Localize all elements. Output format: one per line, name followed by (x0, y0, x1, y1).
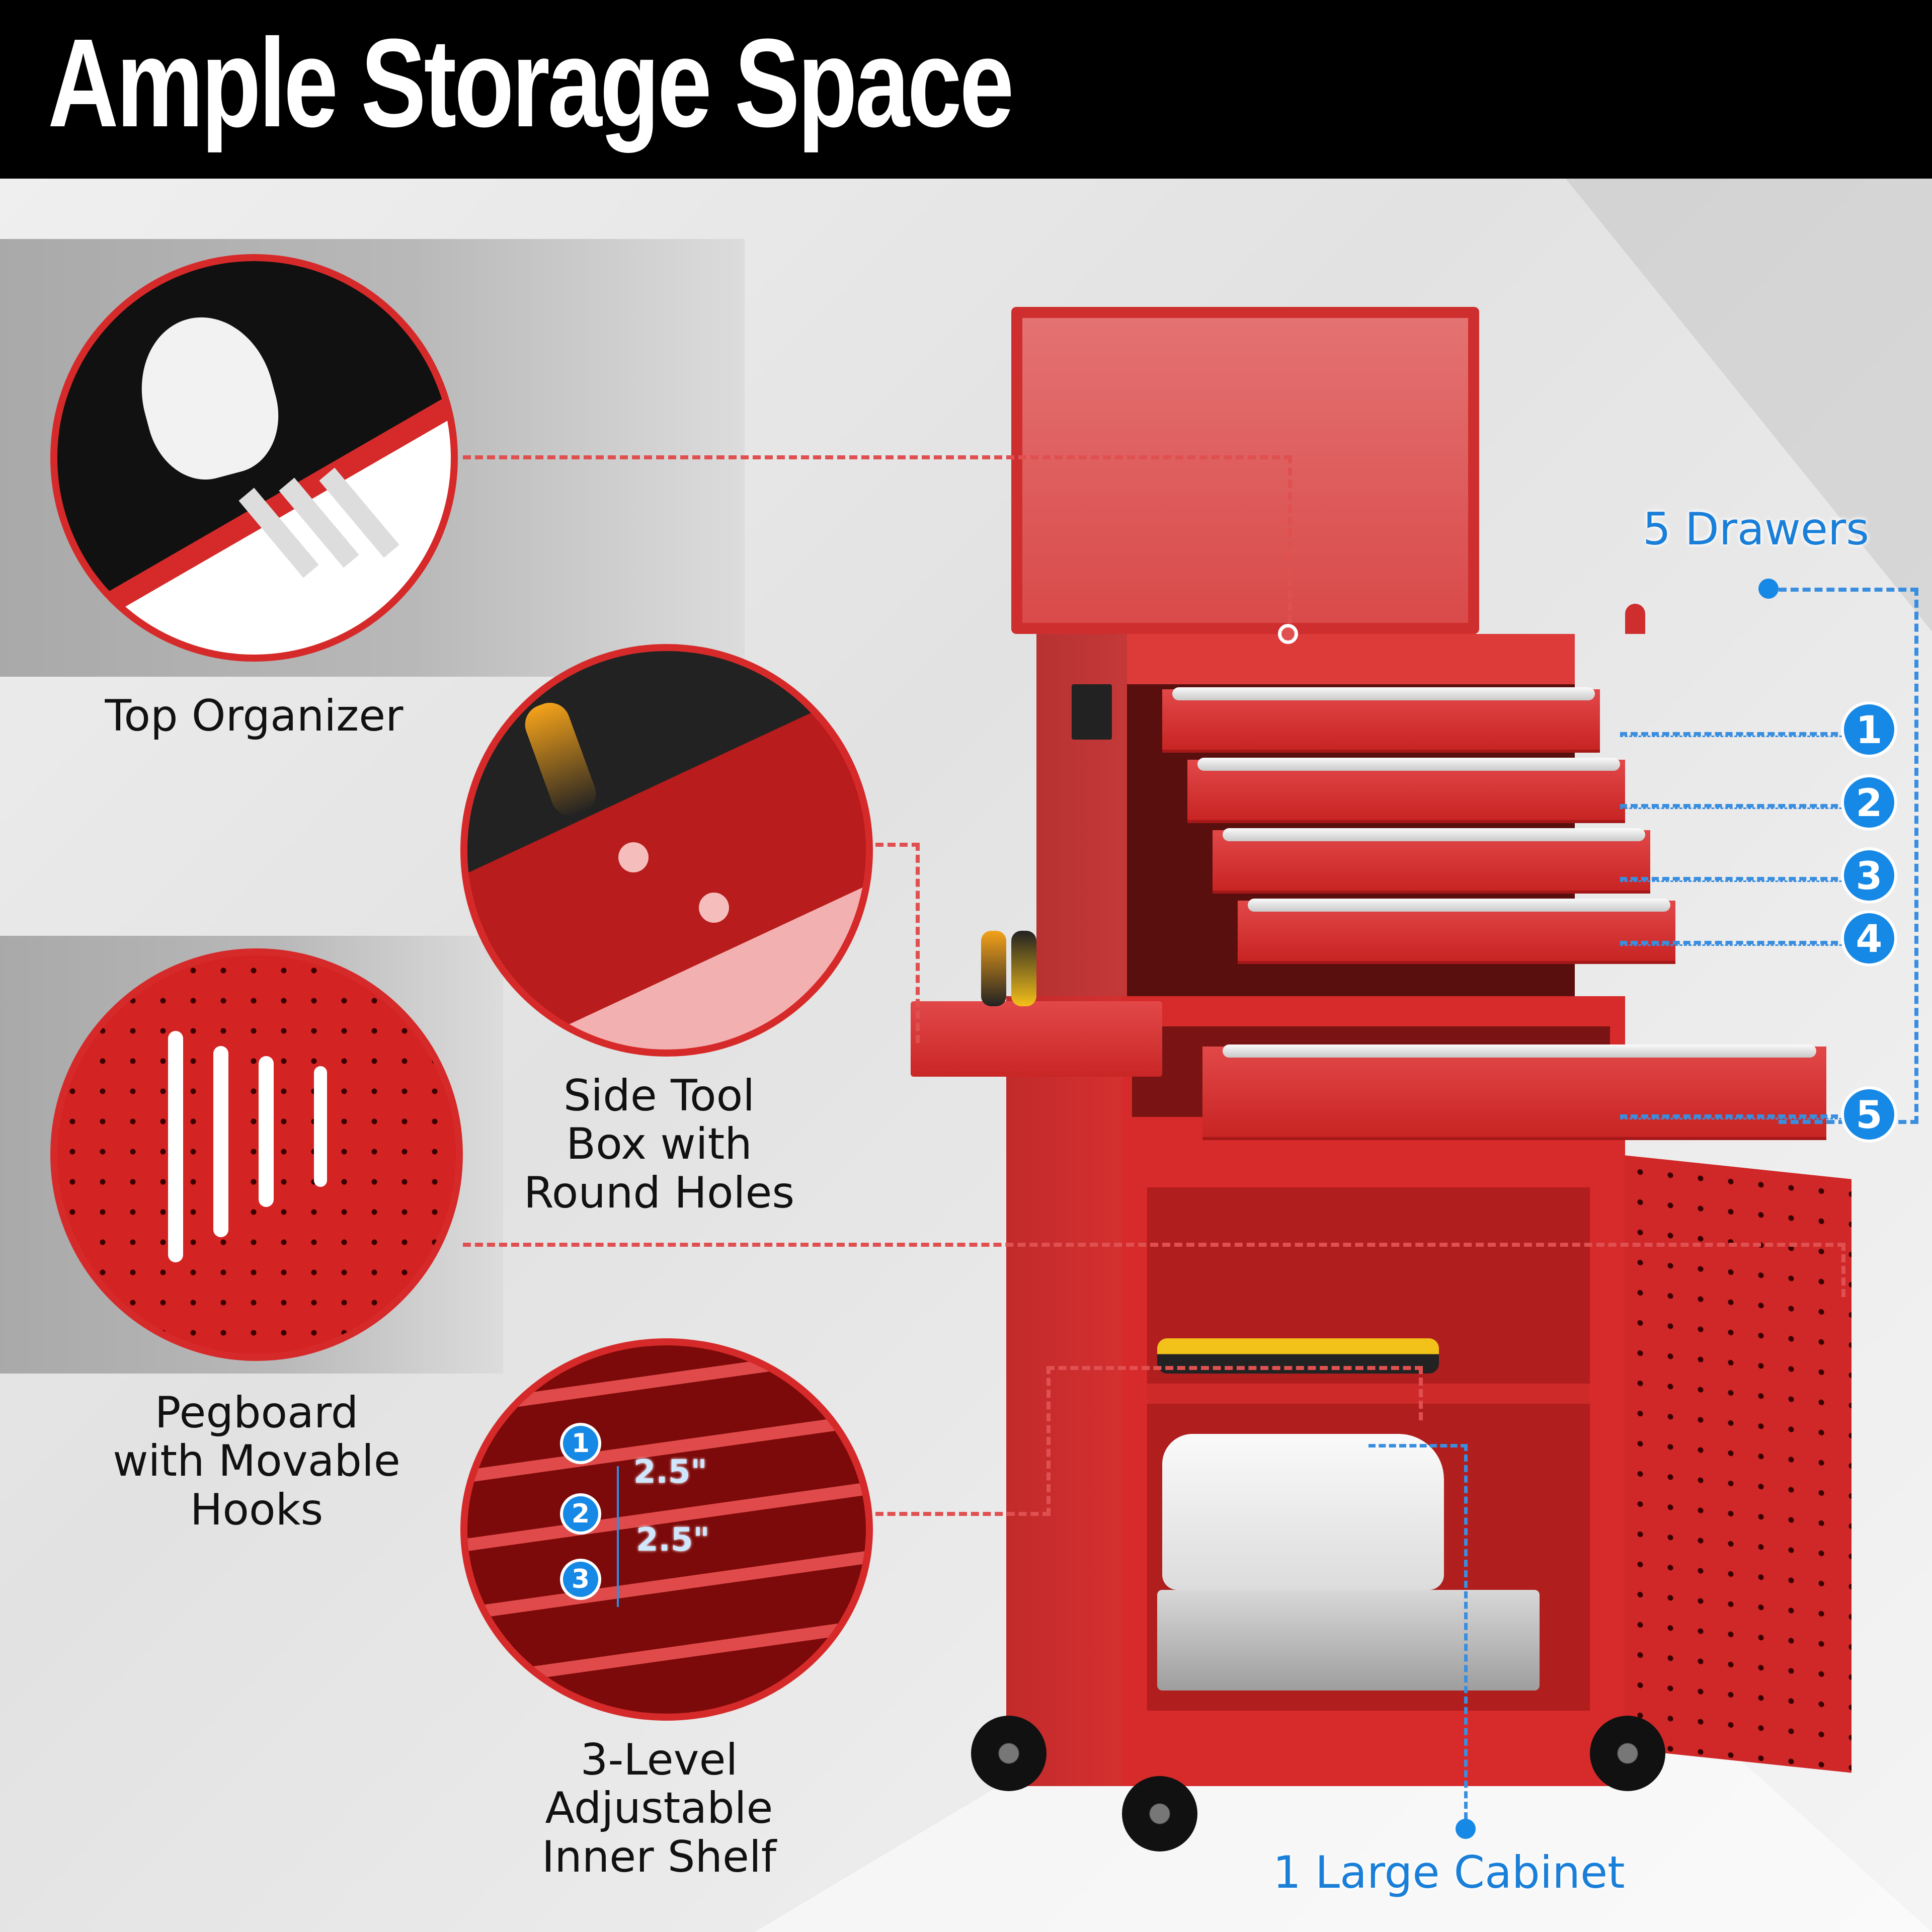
callout-line-pegboard (463, 1243, 1845, 1297)
label-line: Box with (566, 1119, 752, 1170)
drawer-1[interactable] (1162, 687, 1600, 753)
label-line: Round Holes (523, 1167, 795, 1218)
drawer-handle (1223, 1044, 1816, 1058)
wrench-icon (259, 1056, 274, 1207)
drawer-number-badge: 4 (1844, 913, 1894, 963)
shelf-level-badge: 1 (563, 1426, 598, 1461)
storage-jug (1162, 1434, 1444, 1590)
label-line: Hooks (190, 1484, 324, 1535)
drawer-5[interactable] (1202, 1044, 1826, 1140)
top-organizer-image (50, 254, 458, 662)
screwdriver-icon (519, 697, 602, 822)
shelf-level-badge: 3 (563, 1562, 598, 1597)
screwdriver (1011, 931, 1036, 1006)
callout-line-inner-shelf (875, 1366, 1051, 1516)
cabinet-leader-line (1369, 1444, 1468, 1830)
callout-line-top-organizer (463, 455, 1292, 635)
drawer-number-badge: 5 (1844, 1089, 1894, 1140)
drawers-label: 5 Drawers (1643, 503, 1869, 555)
screwdriver (981, 931, 1006, 1006)
feature-label-inner-shelf: 3-Level Adjustable Inner Shelf (453, 1736, 865, 1881)
drawers-bracket-line (1779, 588, 1918, 1124)
caster-wheel (1122, 1776, 1197, 1852)
round-hole (699, 893, 729, 923)
drawer-handle (1172, 687, 1595, 700)
side-tool-tray (911, 1001, 1162, 1077)
cabinet-side-panel (1006, 996, 1122, 1786)
label-line: with Movable (113, 1436, 400, 1487)
callout-dot (1758, 579, 1779, 599)
drawer-2[interactable] (1187, 758, 1625, 823)
chest-lock-tab (1625, 604, 1645, 634)
drawer-leader-line (1620, 941, 1870, 946)
label-line: Adjustable (545, 1783, 773, 1834)
drawer-3[interactable] (1213, 828, 1650, 894)
feature-label-top-organizer: Top Organizer (105, 691, 404, 741)
inner-shelf-image: 1 2 3 2.5" 2.5" (460, 1338, 873, 1721)
callout-dot (1278, 624, 1298, 644)
tool-chest-product-image (911, 302, 1852, 1872)
glove-icon (124, 302, 292, 492)
feature-label-pegboard: Pegboard with Movable Hooks (50, 1389, 463, 1534)
label-line: 3-Level (580, 1735, 738, 1785)
drawer-number-badge: 3 (1844, 850, 1894, 901)
pegboard-image (50, 948, 463, 1361)
wrench-icon (213, 1046, 228, 1237)
shelf-level-badge: 2 (563, 1496, 598, 1532)
shelf-spacing-label: 2.5" (633, 1454, 707, 1491)
drawer-leader-line (1620, 877, 1870, 882)
cabinet-label: 1 Large Cabinet (1273, 1846, 1625, 1898)
label-line: Inner Shelf (541, 1831, 777, 1882)
chest-front-top (1127, 634, 1575, 684)
page-title: Ample Storage Space (48, 13, 1014, 153)
drawer-number-badge: 2 (1844, 777, 1894, 828)
drawer-leader-line (1620, 1114, 1870, 1119)
wrench-icon (314, 1066, 327, 1187)
aluminum-case (1157, 1590, 1540, 1691)
callout-dot (1456, 1819, 1476, 1839)
wrench-icon (168, 1031, 183, 1262)
shelf-spacing-arrow (617, 1466, 619, 1607)
shelf-spacing-label: 2.5" (636, 1521, 710, 1559)
drawer-handle (1248, 899, 1670, 912)
label-line: Pegboard (154, 1388, 359, 1438)
feature-label-side-tool-box: Side Tool Box with Round Holes (453, 1072, 865, 1217)
callout-line-side-tool-box (875, 843, 920, 1043)
chest-lid (1011, 307, 1479, 634)
drawer-4[interactable] (1238, 899, 1675, 964)
drawer-leader-line (1620, 732, 1870, 737)
round-hole (618, 842, 649, 872)
chest-side-handle (1072, 684, 1112, 740)
header-banner: Ample Storage Space (0, 0, 1932, 179)
drawer-leader-line (1620, 804, 1870, 809)
drawer-handle (1197, 758, 1620, 771)
cabinet-shelf (1147, 1384, 1590, 1404)
callout-line-inner-shelf (1046, 1366, 1423, 1420)
caster-wheel (971, 1716, 1046, 1791)
drawer-number-badge: 1 (1844, 704, 1894, 755)
side-tool-box-image (460, 644, 873, 1057)
caster-wheel (1590, 1716, 1665, 1791)
drawer-handle (1223, 828, 1645, 841)
label-line: Side Tool (563, 1071, 755, 1121)
